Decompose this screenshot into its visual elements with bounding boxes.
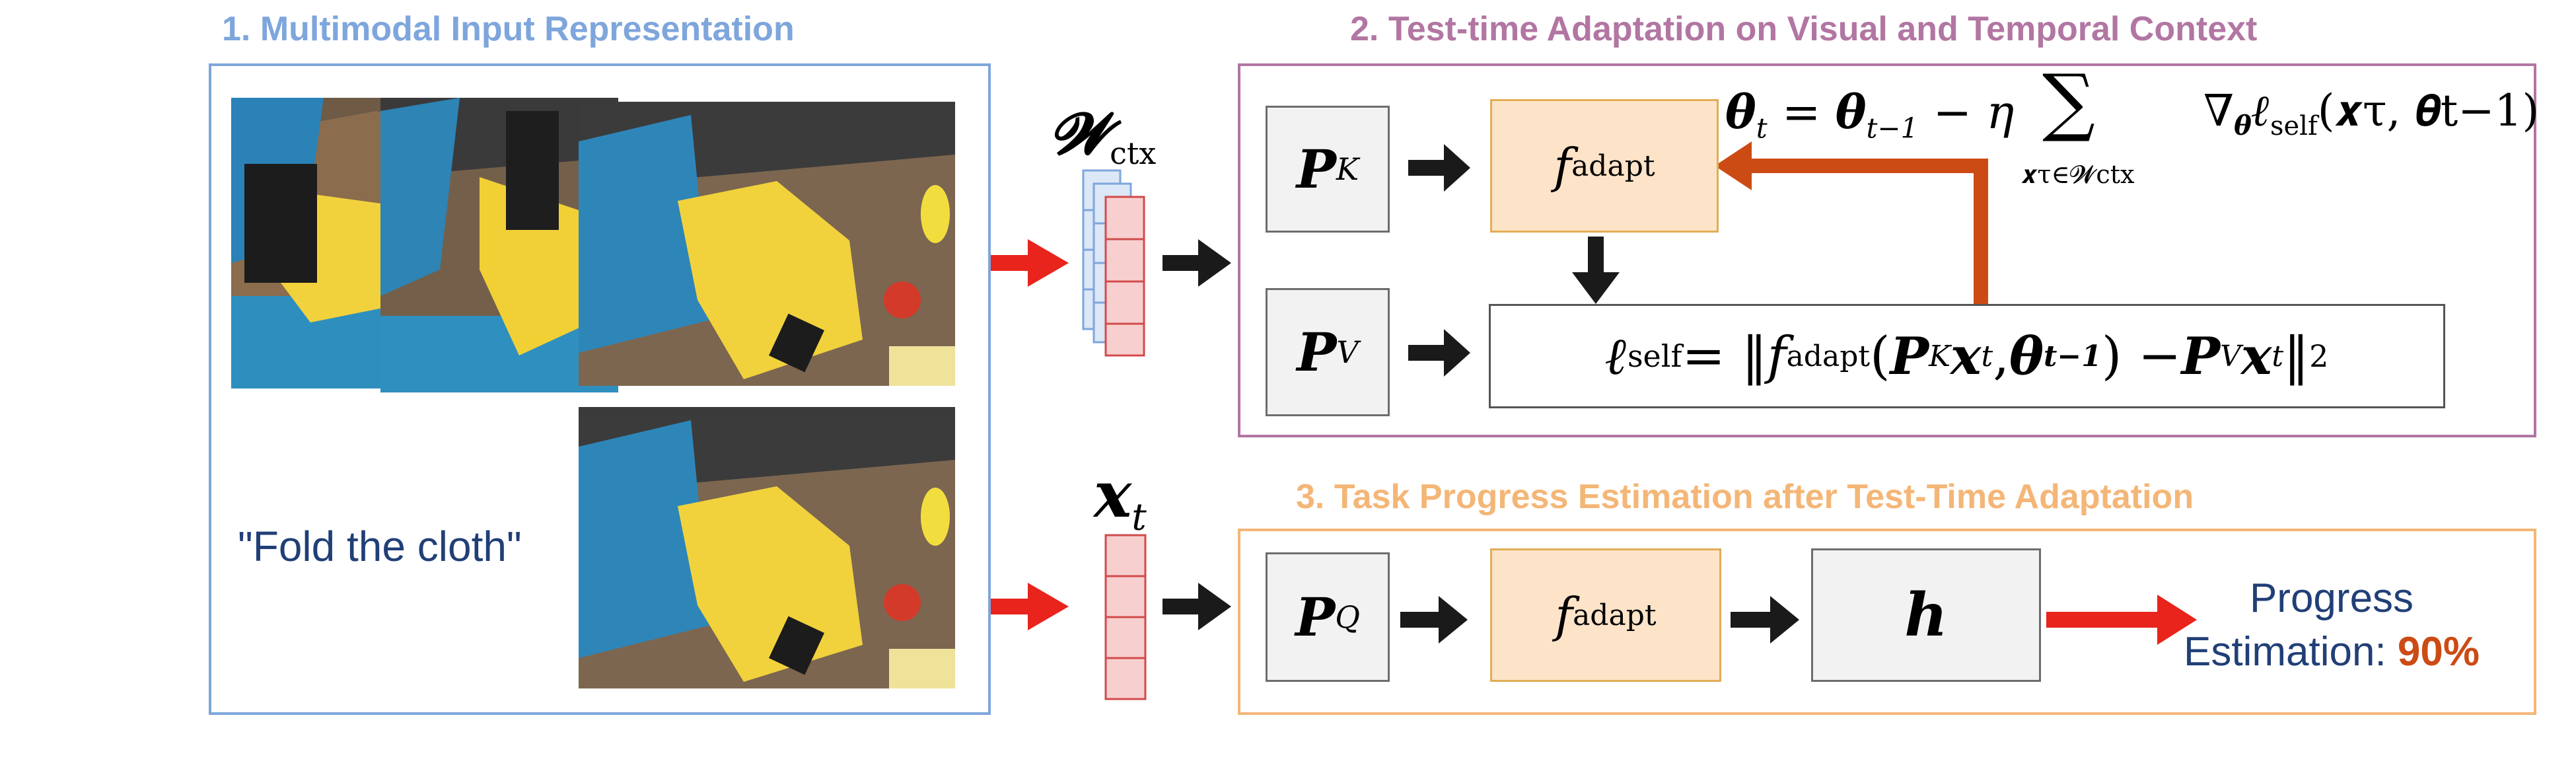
current-token-stack	[1104, 534, 1147, 700]
progress-label: Progress	[2249, 575, 2414, 621]
arrow-fadapt-to-h	[1731, 596, 1799, 644]
input-panel	[209, 63, 991, 715]
summation-subscript: 𝒙τ∈𝓦ctx	[2021, 160, 2135, 189]
estimation-panel-title: 3. Task Progress Estimation after Test-T…	[1296, 478, 2194, 516]
input-panel-title: 1. Multimodal Input Representation	[222, 10, 795, 48]
arrow-context-to-panel2	[1163, 239, 1231, 287]
gradient-term: ∇θℓself(𝒙τ, 𝜽t−1)	[2203, 85, 2540, 141]
update-rule-equation: θt = θt−1 − η	[1725, 85, 2015, 145]
arrow-current-to-panel3	[1163, 583, 1231, 630]
summation-symbol: ∑	[2042, 59, 2095, 145]
estimation-label: Estimation:	[2184, 628, 2398, 675]
red-arrow-to-output	[2046, 595, 2197, 645]
frame-current	[579, 407, 955, 688]
token-column-front	[1104, 196, 1145, 357]
arrow-pq-to-fadapt	[1400, 596, 1468, 644]
context-window-label: 𝓦ctx	[1050, 100, 1157, 172]
feedback-arrow-loss-to-fadapt	[1715, 141, 1988, 304]
arrow-fadapt-down-to-loss	[1572, 237, 1620, 304]
task-instruction: "Fold the cloth"	[238, 523, 522, 570]
red-arrow-to-current	[988, 583, 1069, 630]
estimation-panel	[1238, 529, 2536, 715]
progress-value: 90%	[2397, 628, 2480, 675]
progress-output: Progress Estimation: 90%	[2166, 572, 2497, 679]
context-token-stack	[1082, 169, 1145, 357]
adaptation-panel	[1238, 63, 2536, 437]
arrow-pk-to-fadapt	[1408, 144, 1470, 192]
arrow-pv-to-loss	[1408, 329, 1470, 377]
red-arrow-to-context	[988, 239, 1069, 287]
frame-3	[579, 102, 955, 386]
prediction-head-box: h	[1811, 548, 2041, 682]
adaptation-panel-title: 2. Test-time Adaptation on Visual and Te…	[1350, 10, 2258, 48]
current-token-label: xt	[1094, 457, 1147, 539]
